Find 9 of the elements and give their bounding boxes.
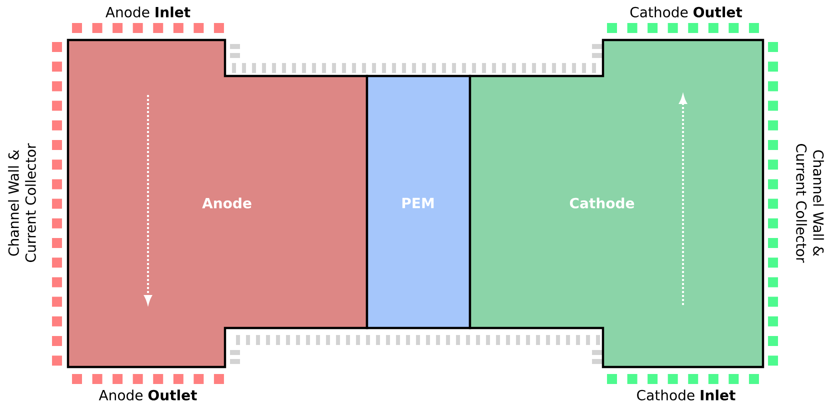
side-label: Channel Wall & Current Collector bbox=[8, 143, 36, 262]
port-label: Cathode Outlet bbox=[630, 6, 742, 18]
port-label: Cathode Inlet bbox=[637, 390, 736, 400]
anode-region: Anode bbox=[66, 38, 368, 368]
port-label: Anode Outlet bbox=[98, 390, 197, 400]
side-label: Channel Wall & Current Collector bbox=[796, 144, 824, 263]
port-label: Anode Inlet bbox=[106, 6, 190, 18]
membrane-region: PEM bbox=[366, 74, 472, 330]
cathode-region: Cathode bbox=[468, 38, 764, 368]
